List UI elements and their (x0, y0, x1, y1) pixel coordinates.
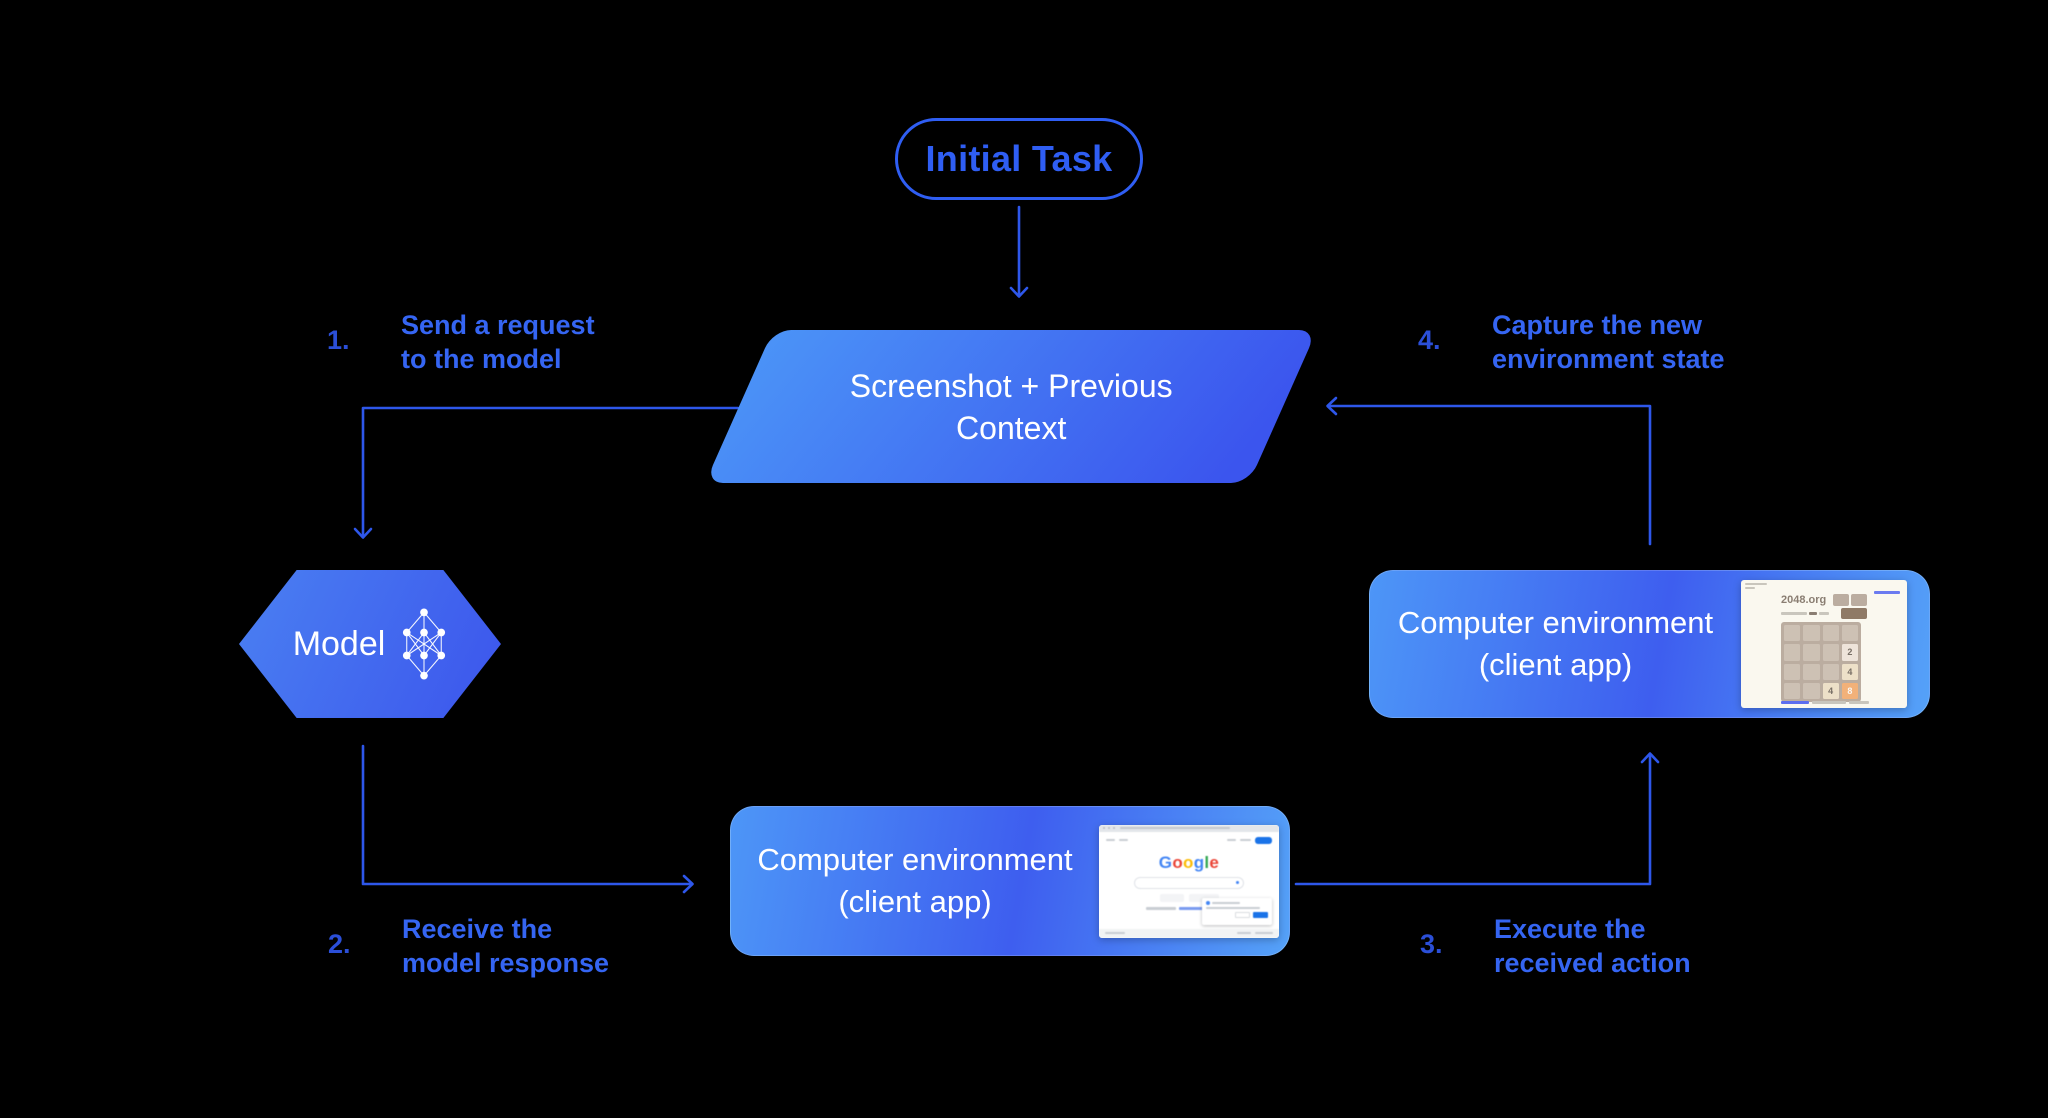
top-link (1874, 591, 1900, 594)
best-box (1851, 594, 1867, 606)
site-title: 2048.org (1781, 594, 1827, 606)
game-cell (1803, 663, 1820, 680)
arrow-model-to-env (361, 744, 694, 894)
arrow-env-to-env (1294, 752, 1660, 886)
game-cell (1822, 663, 1839, 680)
dialog-secondary-button (1235, 911, 1250, 918)
search-button (1159, 893, 1184, 902)
game-tile: 2 (1841, 644, 1858, 661)
screenshot-context-label: Screenshot + Previous Context (849, 367, 1173, 446)
step-4-label: 4. Capture the new environment state (1418, 310, 1725, 374)
game-cell (1841, 625, 1858, 642)
env-bottom-label: Computer environment (client app) (757, 842, 1073, 919)
game-cell (1822, 625, 1839, 642)
initial-task-node: Initial Task (895, 118, 1143, 200)
initial-task-label: Initial Task (925, 138, 1113, 179)
google-homepage-thumbnail: Google (1099, 824, 1279, 938)
game-cell (1784, 682, 1801, 699)
address-bar (1120, 826, 1230, 830)
model-label: Model (292, 624, 386, 663)
cookie-dialog (1202, 897, 1272, 925)
arrow-env-to-screenshot (1326, 396, 1652, 546)
game-cell (1784, 644, 1801, 661)
browser-chrome (1099, 824, 1279, 832)
model-node: Model (239, 570, 501, 718)
google-footer (1099, 928, 1279, 938)
step-2-label: 2. Receive the model response (328, 914, 610, 978)
arrow-task-to-screenshot (1009, 205, 1029, 298)
score-box (1833, 594, 1849, 606)
game-tile: 4 (1841, 663, 1858, 680)
game-cell (1784, 663, 1801, 680)
neural-network-icon (403, 608, 446, 680)
game-cell (1803, 625, 1820, 642)
new-game-button (1841, 608, 1867, 619)
game-tile: 8 (1841, 682, 1858, 699)
env-right-label: Computer environment (client app) (1397, 605, 1714, 682)
browser-chrome (1745, 583, 1767, 589)
arrow-screenshot-to-model (353, 406, 740, 539)
env-node-bottom: Computer environment (client app) (730, 806, 1290, 956)
env-node-right: Computer environment (client app) 2048.o… (1369, 570, 1930, 718)
step-1-label: 1. Send a request to the model (327, 310, 595, 374)
mic-icon (1236, 880, 1239, 884)
game-cell (1803, 644, 1820, 661)
google-logo: Google (1158, 852, 1220, 872)
game-tile: 4 (1822, 682, 1839, 699)
search-box (1134, 876, 1244, 889)
step-3-label: 3. Execute the received action (1420, 914, 1691, 978)
game-cell (1822, 644, 1839, 661)
game-cell (1803, 682, 1820, 699)
game-cell (1784, 625, 1801, 642)
dialog-primary-button (1253, 911, 1268, 918)
screenshot-context-node: Screenshot + Previous Context (704, 330, 1318, 483)
sign-in-button (1255, 836, 1272, 844)
